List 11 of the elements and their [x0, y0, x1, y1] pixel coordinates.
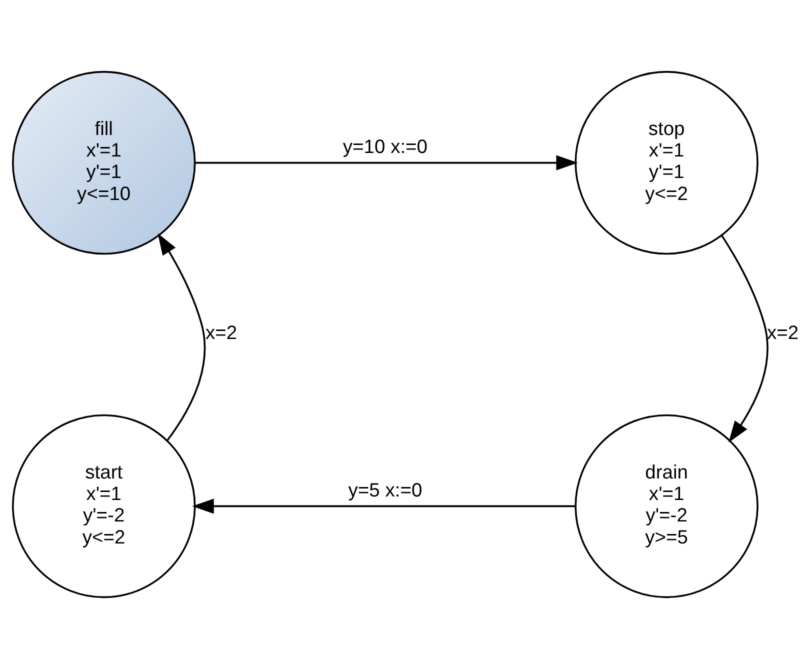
- edge-label: x=2: [767, 323, 799, 344]
- arrow: [158, 233, 206, 441]
- node-circle: start x'=1 y'=-2 y<=2: [12, 414, 196, 598]
- arrow: [721, 235, 768, 443]
- node-circle: stop x'=1 y'=1 y<=2: [574, 70, 758, 255]
- edge-label: y=10 x:=0: [342, 136, 428, 158]
- node-circle: drain x'=1 y'=-2 y>=5: [574, 414, 758, 598]
- edge-label: y=5 x:=0: [348, 480, 422, 502]
- edge-label: x=2: [206, 323, 238, 344]
- arrow: [194, 155, 578, 170]
- arrow: [192, 498, 576, 514]
